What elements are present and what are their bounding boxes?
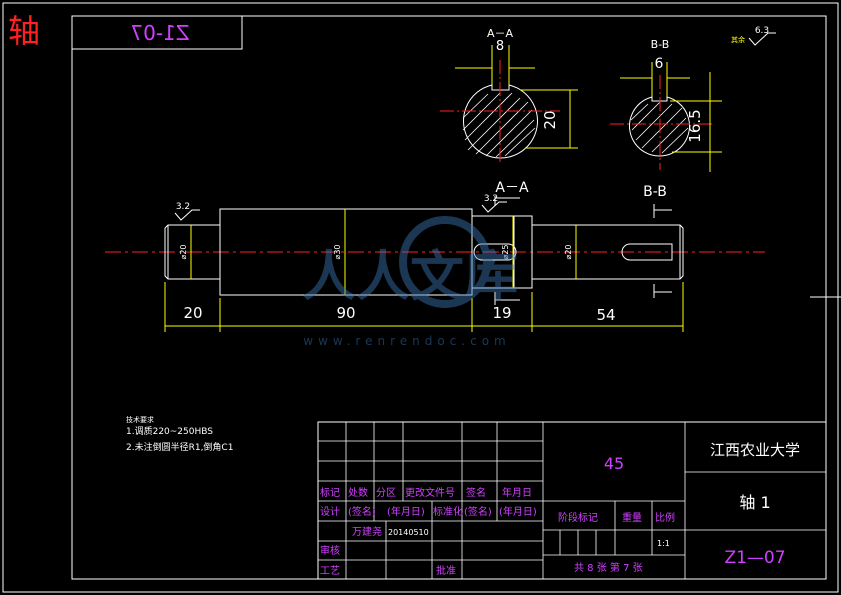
label-nianyueri-paren-2: (年月日) [499, 505, 537, 518]
drawing-number: Z1—07 [724, 548, 785, 568]
label-bili: 比例 [655, 511, 675, 524]
watermark: 人人文库 www.renrendoc.com [302, 216, 518, 348]
label-qianming-paren-2: (签名) [464, 505, 492, 518]
finish-mid: 3.2 [484, 194, 498, 204]
tech-notes-line1: 1.调质220~250HBS [126, 425, 213, 437]
watermark-text: 人人文库 [302, 245, 518, 308]
tech-notes-heading: 技术要求 [126, 415, 154, 424]
design-date: 20140510 [388, 528, 429, 537]
diameter-1: ⌀20 [179, 245, 188, 260]
diameter-3: ⌀25 [501, 245, 510, 260]
label-qianming: 签名 [466, 486, 486, 499]
tech-notes: 技术要求 1.调质220~250HBS 2.未注倒圆半径R1,倒角C1 [126, 415, 233, 453]
length-4: 54 [596, 306, 615, 324]
scale-value: 1:1 [657, 539, 670, 548]
label-biaozhunhua: 标准化 [433, 505, 463, 518]
label-nianyueri-paren: (年月日) [387, 505, 425, 518]
page-label: 轴 [8, 12, 40, 50]
label-zhongliang: 重量 [622, 511, 642, 524]
cut-label-b: B-B [643, 184, 667, 200]
designer-name: 万建尧 [352, 525, 382, 538]
finish-symbol-left [174, 209, 200, 221]
section-b-view: B-B 6 16.5 [610, 38, 722, 172]
watermark-url: www.renrendoc.com [303, 334, 510, 348]
label-jieduan: 阶段标记 [558, 511, 598, 524]
label-nianyueri: 年月日 [502, 486, 532, 499]
length-1: 20 [183, 304, 202, 322]
code-box [71, 15, 243, 50]
section-a-view: A－A 8 20 [440, 27, 578, 165]
length-3: 19 [492, 304, 511, 322]
diameter-4: ⌀20 [564, 245, 573, 260]
mirrored-code: Z1-07 [130, 21, 189, 45]
label-pizhun: 批准 [436, 564, 456, 577]
label-shenhe: 审核 [320, 544, 340, 557]
section-a-title: A－A [487, 27, 514, 40]
length-2: 90 [336, 304, 355, 322]
material: 45 [604, 454, 624, 473]
keyway-b [621, 243, 673, 261]
label-fenqu: 分区 [376, 487, 396, 499]
surface-finish-value: 6.3 [755, 26, 769, 36]
watermark-logo [399, 216, 491, 308]
label-chushu: 处数 [348, 486, 368, 499]
surface-finish-note: 其余 6.3 [731, 26, 776, 46]
section-b-width-dim: 6 [655, 56, 664, 72]
section-a-height-dim: 20 [541, 110, 559, 129]
finish-symbol [748, 32, 776, 46]
sheet-count: 共 8 张 第 7 张 [574, 561, 643, 574]
label-sheji: 设计 [320, 505, 340, 518]
section-b-title: B-B [651, 38, 670, 51]
section-b-height-dim: 16.5 [686, 109, 704, 142]
label-gengwen: 更改文件号 [405, 486, 455, 499]
section-a-outline [463, 84, 538, 159]
diameter-2: ⌀30 [333, 245, 342, 260]
finish-left: 3.2 [176, 202, 190, 212]
section-a-width-dim: 8 [496, 39, 504, 54]
label-qianming-paren: (签名) [348, 505, 376, 518]
school-name: 江西农业大学 [710, 441, 800, 459]
part-name: 轴 1 [739, 493, 770, 512]
section-b-outline [629, 96, 690, 157]
cut-label-a: A－A [495, 180, 529, 196]
finish-symbol-mid [481, 201, 507, 213]
tech-notes-line2: 2.未注倒圆半径R1,倒角C1 [126, 441, 233, 453]
shaft-view: ⌀20 ⌀30 ⌀25 ⌀20 3.2 3.2 A－A B-B 20 90 19 [105, 180, 765, 332]
label-biaoji: 标记 [320, 487, 340, 499]
label-gongyi: 工艺 [320, 565, 340, 577]
surface-finish-label: 其余 [731, 35, 745, 44]
title-block: 45 江西农业大学 轴 1 Z1—07 标记 处数 分区 更改文件号 签名 年月… [317, 421, 827, 580]
